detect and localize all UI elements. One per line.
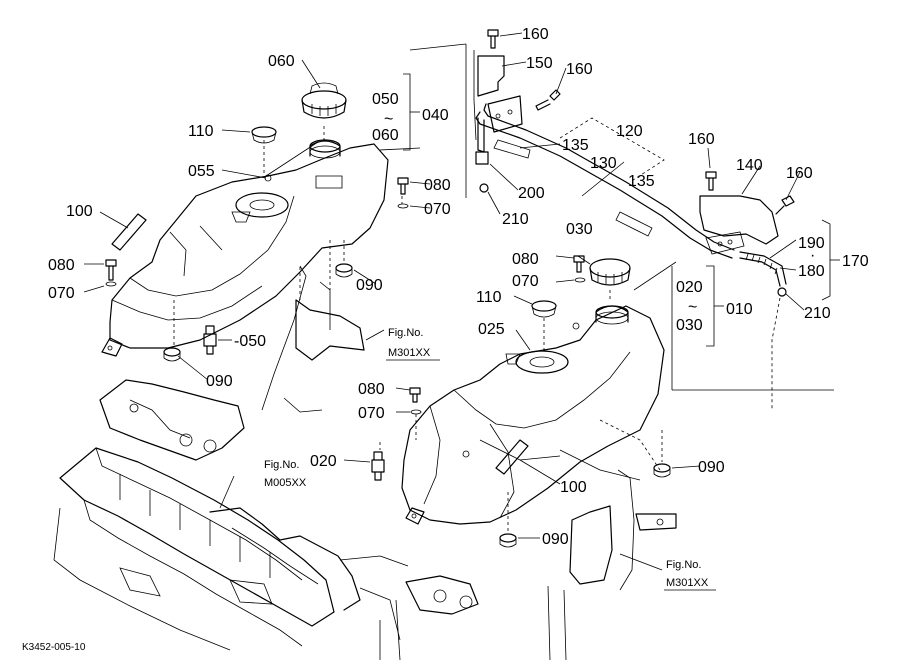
callout-030[interactable]: 030: [676, 317, 703, 334]
callout-090[interactable]: 090: [542, 531, 569, 548]
callout-135[interactable]: 135: [562, 137, 589, 154]
callout-160[interactable]: 160: [566, 61, 593, 78]
callout-040[interactable]: 040: [422, 107, 449, 124]
callout-140[interactable]: 140: [736, 157, 763, 174]
fig-ref-code: M005XX: [264, 477, 307, 489]
callout-080[interactable]: 080: [512, 251, 539, 268]
level-strip-left-icon: [111, 213, 147, 251]
chassis-frame: [53, 379, 567, 661]
cushion-right-icon: [499, 463, 671, 548]
fig-ref-title: Fig.No.: [666, 559, 701, 571]
callout-135[interactable]: 135: [628, 173, 655, 190]
callout-150[interactable]: 150: [526, 55, 553, 72]
pipe-bracket-150: [473, 50, 523, 141]
callout-160[interactable]: 160: [786, 165, 813, 182]
drain-plug-icon: [203, 325, 217, 355]
callout-120[interactable]: 120: [616, 123, 643, 140]
fig-ref-m005xx[interactable]: Fig.No. M005XX: [264, 459, 307, 489]
callout-050[interactable]: 050: [372, 91, 399, 108]
callout-080[interactable]: 080: [424, 177, 451, 194]
drain-plug-right-icon: [371, 451, 385, 481]
callout-070[interactable]: 070: [48, 285, 75, 302]
level-strip-right-icon: [495, 439, 529, 475]
guide-lines: [83, 32, 840, 571]
callout-100[interactable]: 100: [560, 479, 587, 496]
bolts-160-icon: [487, 29, 795, 215]
callout-210[interactable]: 210: [804, 305, 831, 322]
left-fuel-tank: [101, 139, 389, 357]
fuel-pipe-assembly: [475, 103, 787, 297]
callout-090[interactable]: 090: [356, 277, 383, 294]
right-fuel-tank: [401, 305, 665, 525]
callout-070[interactable]: 070: [424, 201, 451, 218]
fig-ref-code: M301XX: [666, 577, 709, 589]
callout-separator-dot: ·: [810, 247, 815, 264]
callout-130[interactable]: 130: [590, 155, 617, 172]
callout-110[interactable]: 110: [476, 289, 502, 306]
callout-030[interactable]: 030: [566, 221, 593, 238]
drawing-code: K3452-005-10: [22, 642, 86, 653]
callout-160[interactable]: 160: [522, 26, 549, 43]
fig-ref-code: M301XX: [388, 347, 431, 359]
gasket-right-icon: [531, 300, 557, 318]
callout-025[interactable]: 025: [478, 321, 505, 338]
fuel-cap-right-icon: [589, 258, 631, 286]
callout-060[interactable]: 060: [268, 53, 295, 70]
bolts-left-icon: [105, 174, 409, 287]
fig-ref-m301xx-left[interactable]: Fig.No. M301XX: [386, 327, 440, 361]
fuel-cap-left-icon: [301, 82, 347, 119]
callout-010[interactable]: 010: [726, 301, 753, 318]
fig-ref-m301xx-right[interactable]: Fig.No. M301XX: [664, 559, 716, 591]
left-tank-bracket: [261, 265, 365, 413]
callout-090[interactable]: 090: [698, 459, 725, 476]
right-tank-bracket: [559, 449, 677, 591]
callout-170[interactable]: 170: [842, 253, 869, 270]
callout-090[interactable]: 090: [206, 373, 233, 390]
callout-060[interactable]: 060: [372, 127, 399, 144]
callout-020[interactable]: 020: [676, 279, 703, 296]
callout-180[interactable]: 180: [798, 263, 825, 280]
callout-200[interactable]: 200: [518, 185, 545, 202]
callout-100[interactable]: 100: [66, 203, 93, 220]
callout-020[interactable]: 020: [310, 453, 337, 470]
callout-070[interactable]: 070: [358, 405, 385, 422]
callout-range-tilde: ~: [384, 111, 393, 128]
callout-210[interactable]: 210: [502, 211, 529, 228]
callout-range-tilde: ~: [688, 299, 697, 316]
callout-labels: 060 110 055 050 ~ 060 040 080 070 100 08…: [48, 26, 869, 548]
callout-160[interactable]: 160: [688, 131, 715, 148]
callout-080[interactable]: 080: [48, 257, 75, 274]
pipe-bracket-140: [699, 195, 779, 255]
callout-055[interactable]: 055: [188, 163, 215, 180]
callout-050[interactable]: -050: [234, 333, 266, 350]
fig-ref-title: Fig.No.: [388, 327, 423, 339]
fig-ref-title: Fig.No.: [264, 459, 299, 471]
callout-070[interactable]: 070: [512, 273, 539, 290]
callout-080[interactable]: 080: [358, 381, 385, 398]
callout-190[interactable]: 190: [798, 235, 825, 252]
callout-110[interactable]: 110: [188, 123, 214, 140]
